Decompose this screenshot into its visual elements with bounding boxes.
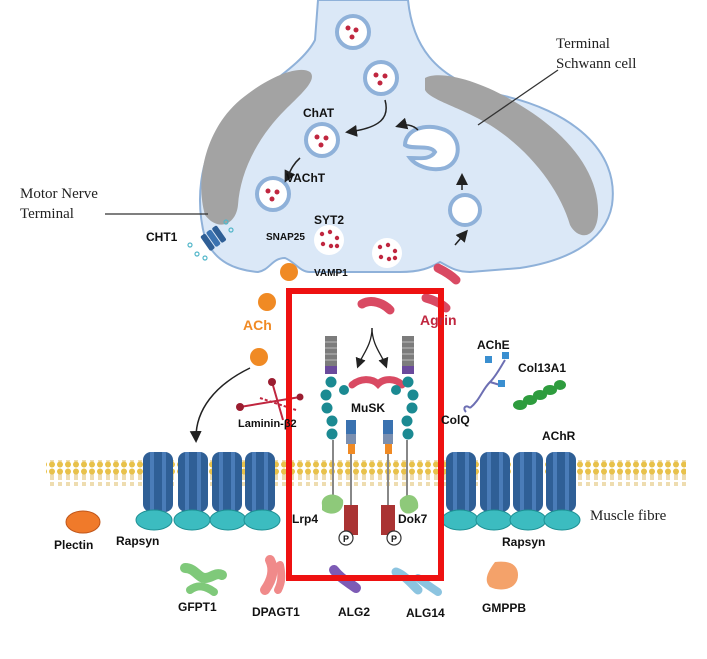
label-col13a1: Col13A1 bbox=[518, 361, 566, 375]
achr-channel-icon bbox=[446, 452, 576, 512]
label-ach: ACh bbox=[243, 317, 272, 333]
label-rapsyn-left: Rapsyn bbox=[116, 534, 159, 548]
label-musk: MuSK bbox=[351, 401, 385, 415]
label-chat: ChAT bbox=[303, 106, 335, 120]
label-achr: AChR bbox=[542, 429, 576, 443]
label-gfpt1: GFPT1 bbox=[178, 600, 217, 614]
vesicle-icon bbox=[372, 238, 402, 268]
vesicle-icon bbox=[314, 225, 344, 255]
acetylcholine-icon bbox=[250, 348, 268, 366]
cycle-arrow bbox=[284, 157, 301, 183]
col13a1-icon bbox=[513, 380, 566, 410]
cycle-arrow bbox=[454, 229, 468, 246]
achr-channel-icon bbox=[143, 452, 275, 512]
muscle-membrane bbox=[46, 460, 686, 486]
vesicle-icon bbox=[304, 122, 340, 158]
dok7-icon bbox=[399, 494, 419, 514]
agrin-binding-arrow bbox=[371, 327, 389, 369]
label-dok7: Dok7 bbox=[398, 512, 428, 526]
vesicle-icon bbox=[363, 60, 399, 96]
label-dpagt1: DPAGT1 bbox=[252, 605, 300, 619]
label-ache: AChE bbox=[477, 338, 510, 352]
agrin-icon bbox=[348, 263, 461, 389]
ach-arrow bbox=[189, 367, 251, 443]
laminin-icon bbox=[236, 378, 304, 421]
label-phospho-right: P bbox=[391, 534, 397, 544]
label-laminin: Laminin-β2 bbox=[238, 418, 297, 430]
choline-transporter-icon bbox=[200, 225, 226, 251]
label-vamp1: VAMP1 bbox=[314, 268, 348, 279]
vesicle-icon bbox=[448, 193, 482, 227]
phospho-icon bbox=[338, 530, 402, 546]
cycle-arrow bbox=[345, 99, 387, 137]
enzyme-icon bbox=[260, 555, 286, 595]
acetylcholine-icon bbox=[258, 293, 276, 311]
vesicle-icon bbox=[335, 14, 371, 50]
agrin-binding-arrow bbox=[355, 327, 373, 369]
label-alg2: ALG2 bbox=[338, 605, 370, 619]
highlight-box bbox=[286, 288, 444, 581]
label-vacht: VAChT bbox=[286, 171, 326, 185]
label-cht1: CHT1 bbox=[146, 230, 178, 244]
acetylcholine-icon bbox=[280, 263, 298, 281]
vesicle-icon bbox=[255, 176, 291, 212]
label-gmppb: GMPPB bbox=[482, 601, 526, 615]
label-alg14: ALG14 bbox=[406, 606, 445, 620]
label-terminal-schwann-2: Schwann cell bbox=[556, 56, 636, 72]
cycle-arrow bbox=[395, 117, 419, 131]
label-agrin: Agrin bbox=[420, 312, 457, 328]
plectin-icon bbox=[65, 510, 101, 534]
label-rapsyn-right: Rapsyn bbox=[502, 535, 545, 549]
schwann-cell-left bbox=[201, 69, 312, 225]
label-phospho-left: P bbox=[343, 534, 349, 544]
label-muscle-fibre: Muscle fibre bbox=[590, 508, 667, 524]
label-lrp4: Lrp4 bbox=[292, 512, 318, 526]
label-colq: ColQ bbox=[441, 413, 470, 427]
label-syt2: SYT2 bbox=[314, 213, 344, 227]
leader-line bbox=[477, 69, 559, 126]
enzyme-icon bbox=[486, 561, 518, 590]
endosome-icon bbox=[402, 124, 460, 172]
ache-icon bbox=[463, 352, 509, 413]
musk-receptor-icon bbox=[320, 336, 419, 535]
rapsyn-icon bbox=[135, 509, 581, 531]
label-motor-nerve-1: Motor Nerve bbox=[20, 186, 98, 202]
choline-dots bbox=[187, 219, 234, 261]
label-motor-nerve-2: Terminal bbox=[20, 206, 74, 222]
enzyme-icon bbox=[180, 563, 227, 596]
schwann-cell-right bbox=[425, 75, 599, 236]
label-plectin: Plectin bbox=[54, 538, 93, 552]
label-terminal-schwann-1: Terminal bbox=[556, 36, 610, 52]
label-snap25: SNAP25 bbox=[266, 232, 305, 243]
lrp4-icon bbox=[321, 494, 344, 514]
